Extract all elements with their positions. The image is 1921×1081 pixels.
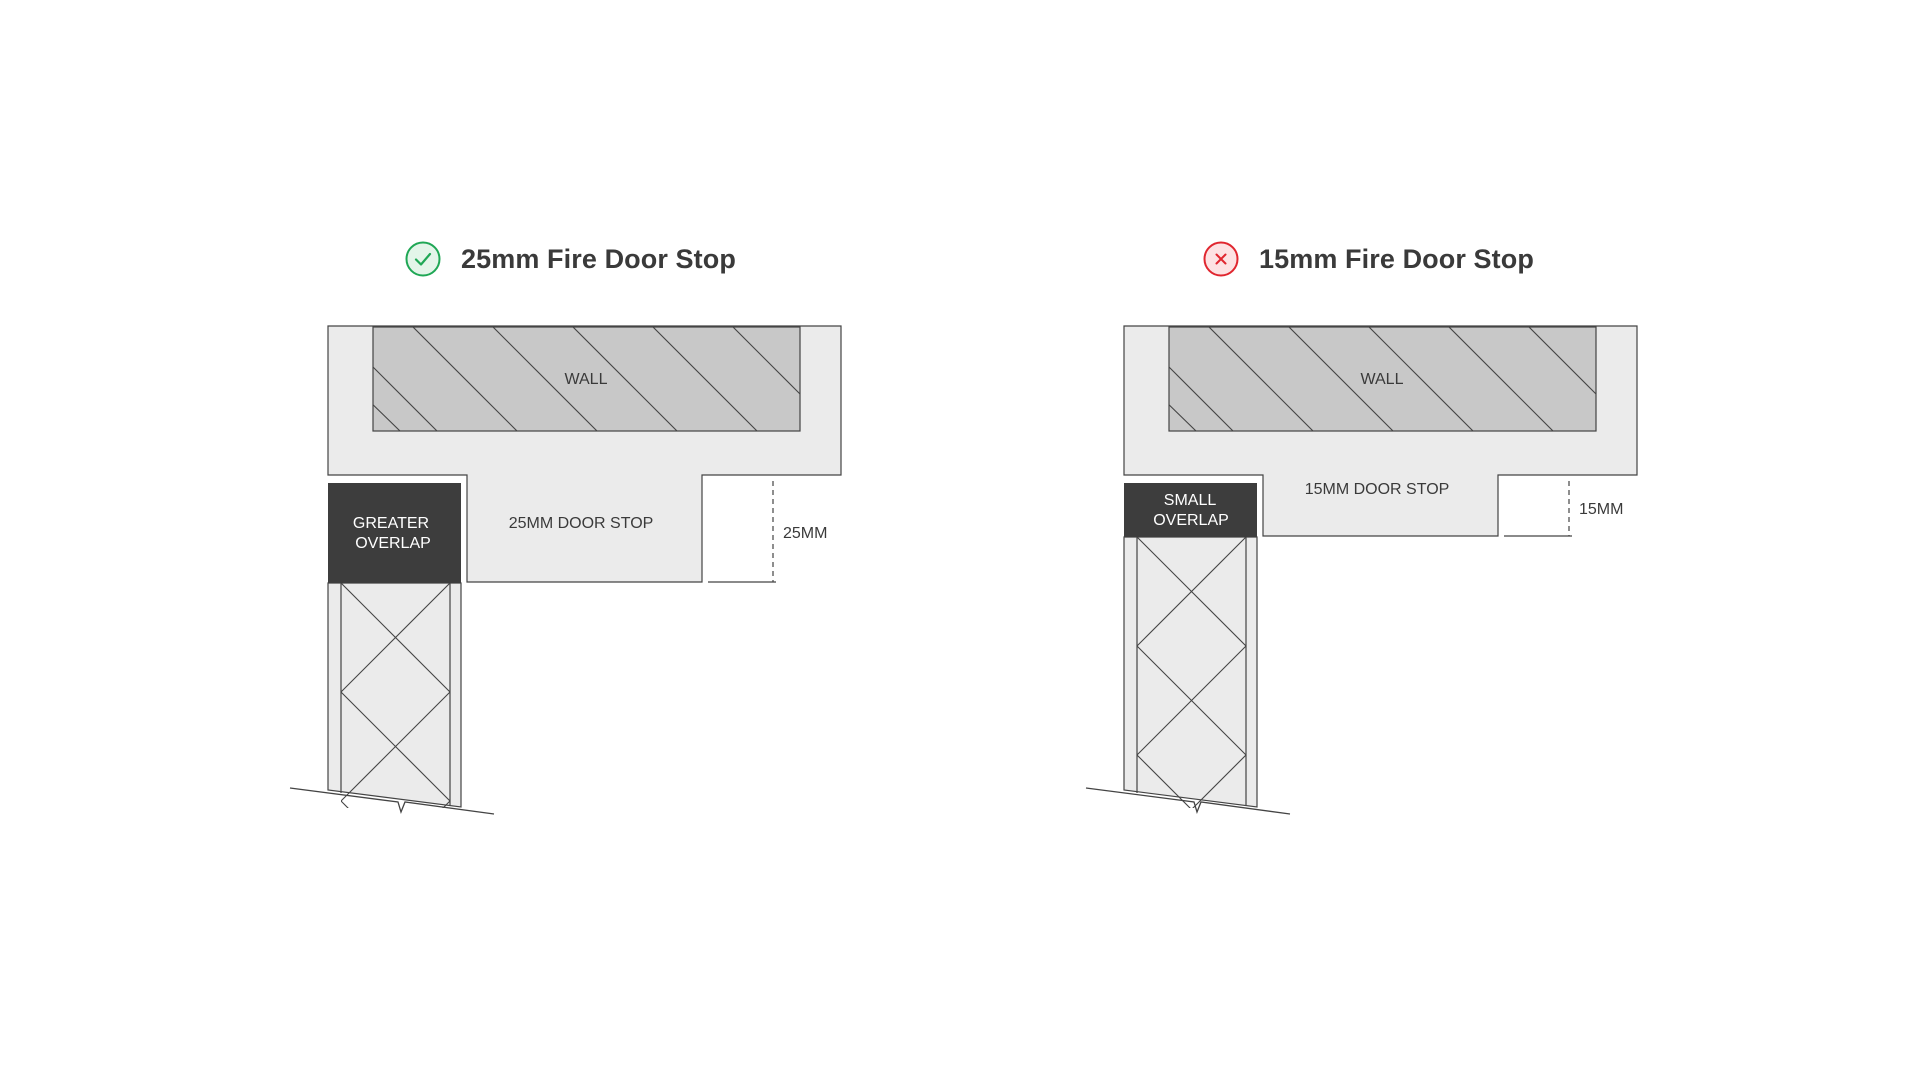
left-wall: WALL [372,326,801,432]
right-door-leaf [1085,536,1291,815]
left-overlap-label-line2: OVERLAP [355,535,431,552]
right-overlap-label-line1: SMALL [1164,492,1217,509]
left-door-stop-label: 25MM DOOR STOP [509,515,654,532]
left-wall-label: WALL [565,371,608,388]
right-overlap-label-line2: OVERLAP [1153,512,1229,529]
right-door-stop-label: 15MM DOOR STOP [1305,481,1450,498]
right-dimension: 15MM [1504,481,1623,537]
cross-icon [1203,241,1239,277]
right-wall: WALL [1168,326,1597,432]
left-title: 25mm Fire Door Stop [461,243,736,274]
right-diagram: WALL 15MM DOOR STOP SMALL OVERLAP [1085,325,1638,815]
left-dimension-label: 25MM [783,525,827,542]
right-dimension-label: 15MM [1579,501,1623,518]
left-overlap-block: GREATER OVERLAP [328,483,461,583]
right-title: 15mm Fire Door Stop [1259,243,1534,274]
left-door-leaf [289,582,495,815]
right-wall-label: WALL [1361,371,1404,388]
left-dimension: 25MM [708,481,827,583]
left-diagram: WALL 25MM DOOR STOP GREATER OVERLAP [289,325,842,815]
right-overlap-block: SMALL OVERLAP [1124,483,1257,537]
left-overlap-label-line1: GREATER [353,515,429,532]
check-icon [405,241,441,277]
right-header: 15mm Fire Door Stop [1203,239,1534,279]
left-header: 25mm Fire Door Stop [405,239,736,279]
